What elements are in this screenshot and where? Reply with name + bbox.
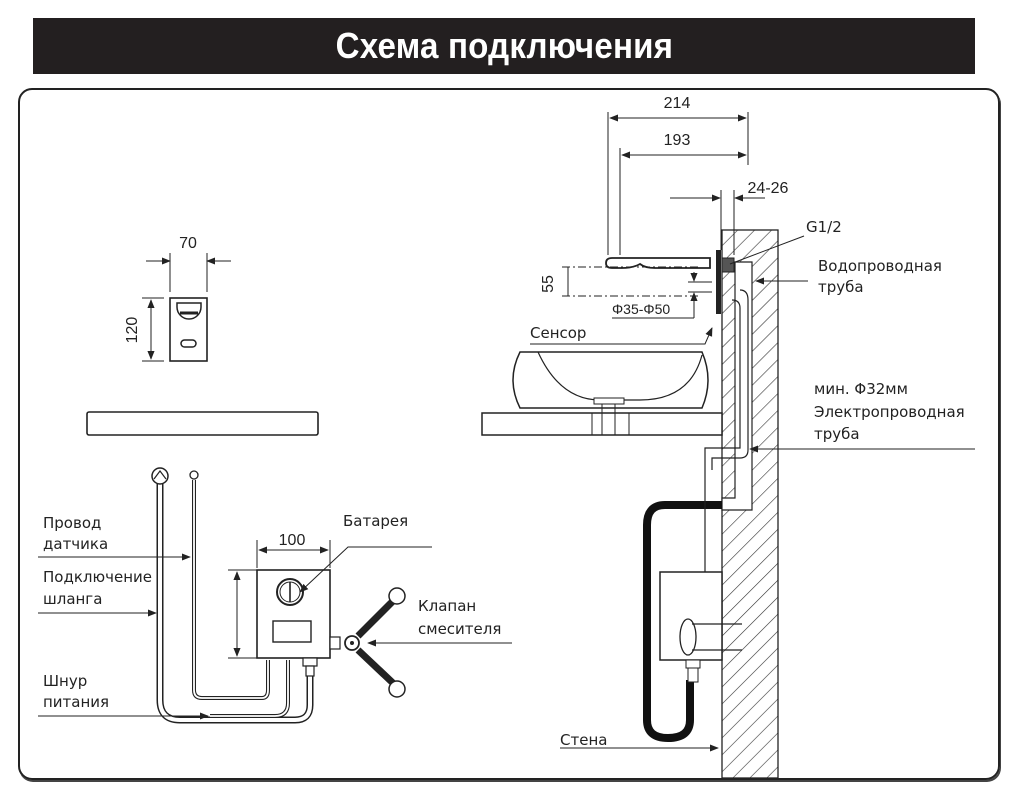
supply-hose xyxy=(643,501,722,743)
control-box-front: 100 xyxy=(151,467,406,724)
label-wall: Стена xyxy=(560,731,607,749)
diagram-frame xyxy=(18,88,1000,780)
label-hose-connection-1: Подключение xyxy=(43,568,152,586)
hose-inlet-icon xyxy=(151,467,169,485)
hole-diameter-dim: Φ35-Φ50 xyxy=(612,301,670,317)
height-dim: 55 xyxy=(540,275,557,293)
panel-height-dim: 120 xyxy=(124,317,141,344)
label-sensor-wire-2: датчика xyxy=(43,535,108,553)
label-water-pipe-1: Водопроводная xyxy=(818,257,942,275)
label-conduit-2: Электропроводная xyxy=(814,403,965,421)
control-box-labels: Провод датчика Подключение шланга Шнур п… xyxy=(38,512,512,720)
page-title: Схема подключения xyxy=(335,25,673,66)
label-water-pipe-2: труба xyxy=(818,278,864,296)
label-power-cord-2: питания xyxy=(43,693,109,711)
sensor-window-icon xyxy=(176,302,202,320)
label-conduit-1: мин. Φ32мм xyxy=(814,380,908,398)
label-battery: Батарея xyxy=(343,512,408,530)
label-sensor-wire-1: Провод xyxy=(43,514,101,532)
label-power-cord-1: Шнур xyxy=(43,672,87,690)
display-window xyxy=(272,620,312,643)
label-conduit-3: труба xyxy=(814,425,860,443)
overall-length-dim: 214 xyxy=(664,95,691,112)
side-view-labels: G1/2 Водопроводная труба Сенсор мин. Φ32… xyxy=(530,218,975,752)
label-hose-connection-2: шланга xyxy=(43,590,102,608)
label-sensor: Сенсор xyxy=(530,324,586,342)
side-view: 214 193 24-26 55 Φ35-Φ50 xyxy=(481,95,789,779)
wall-gap-dim: 24-26 xyxy=(748,180,789,197)
box-width-dim: 100 xyxy=(279,532,306,549)
label-mixer-valve-1: Клапан xyxy=(418,597,476,615)
title-bar: Схема подключения xyxy=(33,18,975,74)
panel-width-dim: 70 xyxy=(179,235,197,252)
sensor-panel-front: 70 120 xyxy=(124,235,231,362)
label-thread: G1/2 xyxy=(806,218,842,236)
spout-length-dim: 193 xyxy=(664,132,691,149)
thread-fitting-icon xyxy=(721,257,735,273)
countertop-slab xyxy=(86,411,319,436)
label-mixer-valve-2: смесителя xyxy=(418,620,501,638)
basin-icon xyxy=(512,351,709,409)
indicator-led-icon xyxy=(180,339,197,348)
